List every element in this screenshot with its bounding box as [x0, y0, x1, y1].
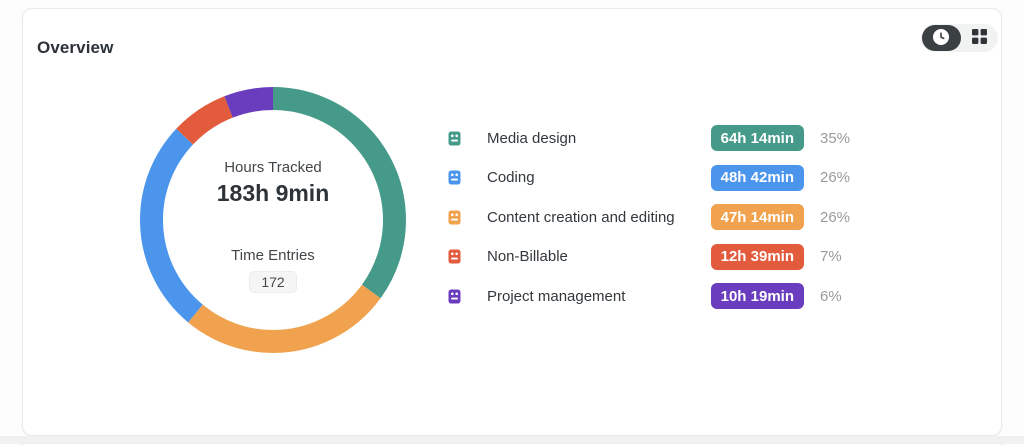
legend-label: Project management [487, 287, 626, 305]
project-icon [448, 289, 461, 304]
donut-segment-coding[interactable] [140, 87, 406, 353]
percent-label: 6% [820, 287, 842, 305]
project-icon [448, 170, 461, 185]
legend-label: Non-Billable [487, 248, 568, 265]
clock-icon [933, 28, 950, 48]
legend-item-coding[interactable]: Coding 48h 42min 26% [448, 164, 860, 191]
percent-label: 7% [820, 248, 842, 265]
legend-label: Coding [487, 169, 535, 186]
time-view-button[interactable] [922, 25, 961, 51]
percent-label: 26% [820, 169, 851, 186]
legend-item-content-creation-and-editing[interactable]: Content creation and editing 47h 14min 26% [448, 204, 860, 230]
duration-badge: 12h 39min [710, 243, 804, 270]
percent-label: 26% [820, 208, 851, 226]
project-icon [448, 131, 461, 146]
view-toggle [921, 24, 998, 52]
legend-label: Content creation and editing [487, 208, 675, 226]
percent-label: 35% [820, 129, 851, 147]
legend-item-project-management[interactable]: Project management 10h 19min 6% [448, 283, 860, 309]
duration-badge: 48h 42min [710, 164, 804, 191]
grid-icon [971, 29, 987, 47]
overview-card: Overview [22, 8, 1002, 436]
page-background-gap [0, 436, 1024, 444]
project-icon [448, 249, 461, 264]
legend-item-media-design[interactable]: Media design 64h 14min 35% [448, 125, 860, 151]
legend-item-non-billable[interactable]: Non-Billable 12h 39min 7% [448, 243, 860, 270]
legend-label: Media design [487, 129, 577, 147]
chart-legend: Media design 64h 14min 35% Coding 48h 42min 2… [448, 125, 860, 309]
donut-chart [140, 87, 406, 353]
project-icon [448, 210, 461, 225]
donut-segment-content-creation-and-editing[interactable] [140, 87, 406, 353]
donut-segment-project-management[interactable] [140, 87, 406, 353]
duration-badge: 10h 19min [710, 283, 804, 309]
page-title: Overview [37, 38, 114, 57]
next-card-edge [22, 443, 1002, 446]
grid-view-button[interactable] [961, 24, 998, 52]
duration-badge: 64h 14min [710, 125, 804, 151]
duration-badge: 47h 14min [710, 204, 804, 230]
